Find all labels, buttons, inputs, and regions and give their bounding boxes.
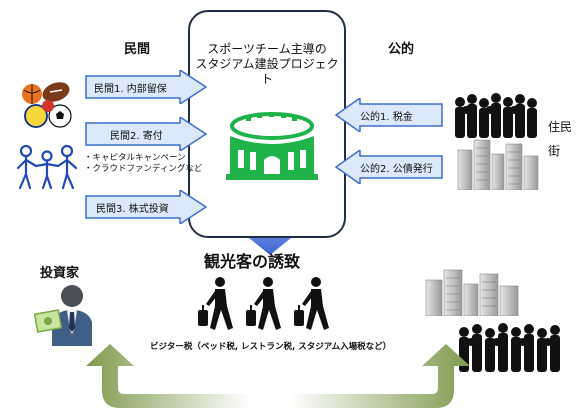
- investor-label: 投資家: [40, 266, 80, 281]
- private-heading: 民間: [124, 42, 151, 57]
- city-icon-bottom: [425, 269, 519, 316]
- tourism-heading: 観光客の誘致: [204, 252, 301, 271]
- project-title-line1: スポーツチーム主導の: [207, 42, 327, 56]
- private-arrow-1: [85, 70, 208, 104]
- private-item-2-label: 民間2. 寄付: [110, 131, 163, 142]
- public-arrow-1: [334, 98, 443, 132]
- city-label: 街: [548, 144, 561, 158]
- tourism-tax-note: ビジター税（ベッド税, レストラン税, スタジアム入場税など）: [150, 342, 392, 352]
- investor-icon: [34, 285, 92, 346]
- project-title-line2: スタジアム建設プロジェクト: [195, 57, 339, 86]
- family-icon: [16, 144, 78, 190]
- public-item-1-label: 公的1. 税金: [360, 112, 413, 123]
- donation-note-line1: ・キャピタルキャンペーン: [84, 153, 186, 163]
- donation-note: ・キャピタルキャンペーン ・クラウドファンディングなど: [84, 153, 202, 175]
- private-item-1-label: 民間1. 内部留保: [94, 84, 167, 95]
- crowd-icon: [455, 93, 537, 138]
- balls-icon: [22, 82, 72, 128]
- return-arrows: [86, 344, 470, 408]
- project-box: [188, 10, 346, 238]
- public-heading: 公的: [388, 42, 415, 57]
- private-arrow-2: [85, 117, 208, 151]
- donation-note-line2: ・クラウドファンディングなど: [84, 164, 203, 174]
- public-item-2-label: 公的2. 公債発行: [360, 164, 433, 175]
- city-icon: [457, 139, 539, 190]
- private-item-3-label: 民間3. 株式投資: [96, 204, 169, 215]
- public-arrow-2: [334, 150, 443, 184]
- stadium-icon: [226, 112, 318, 180]
- traveler-icon: [198, 277, 329, 330]
- crowd-icon-bottom: [459, 323, 560, 372]
- residents-label: 住民: [548, 120, 573, 134]
- project-title: スポーツチーム主導の スタジアム建設プロジェクト: [192, 42, 342, 87]
- private-arrow-3: [85, 190, 208, 224]
